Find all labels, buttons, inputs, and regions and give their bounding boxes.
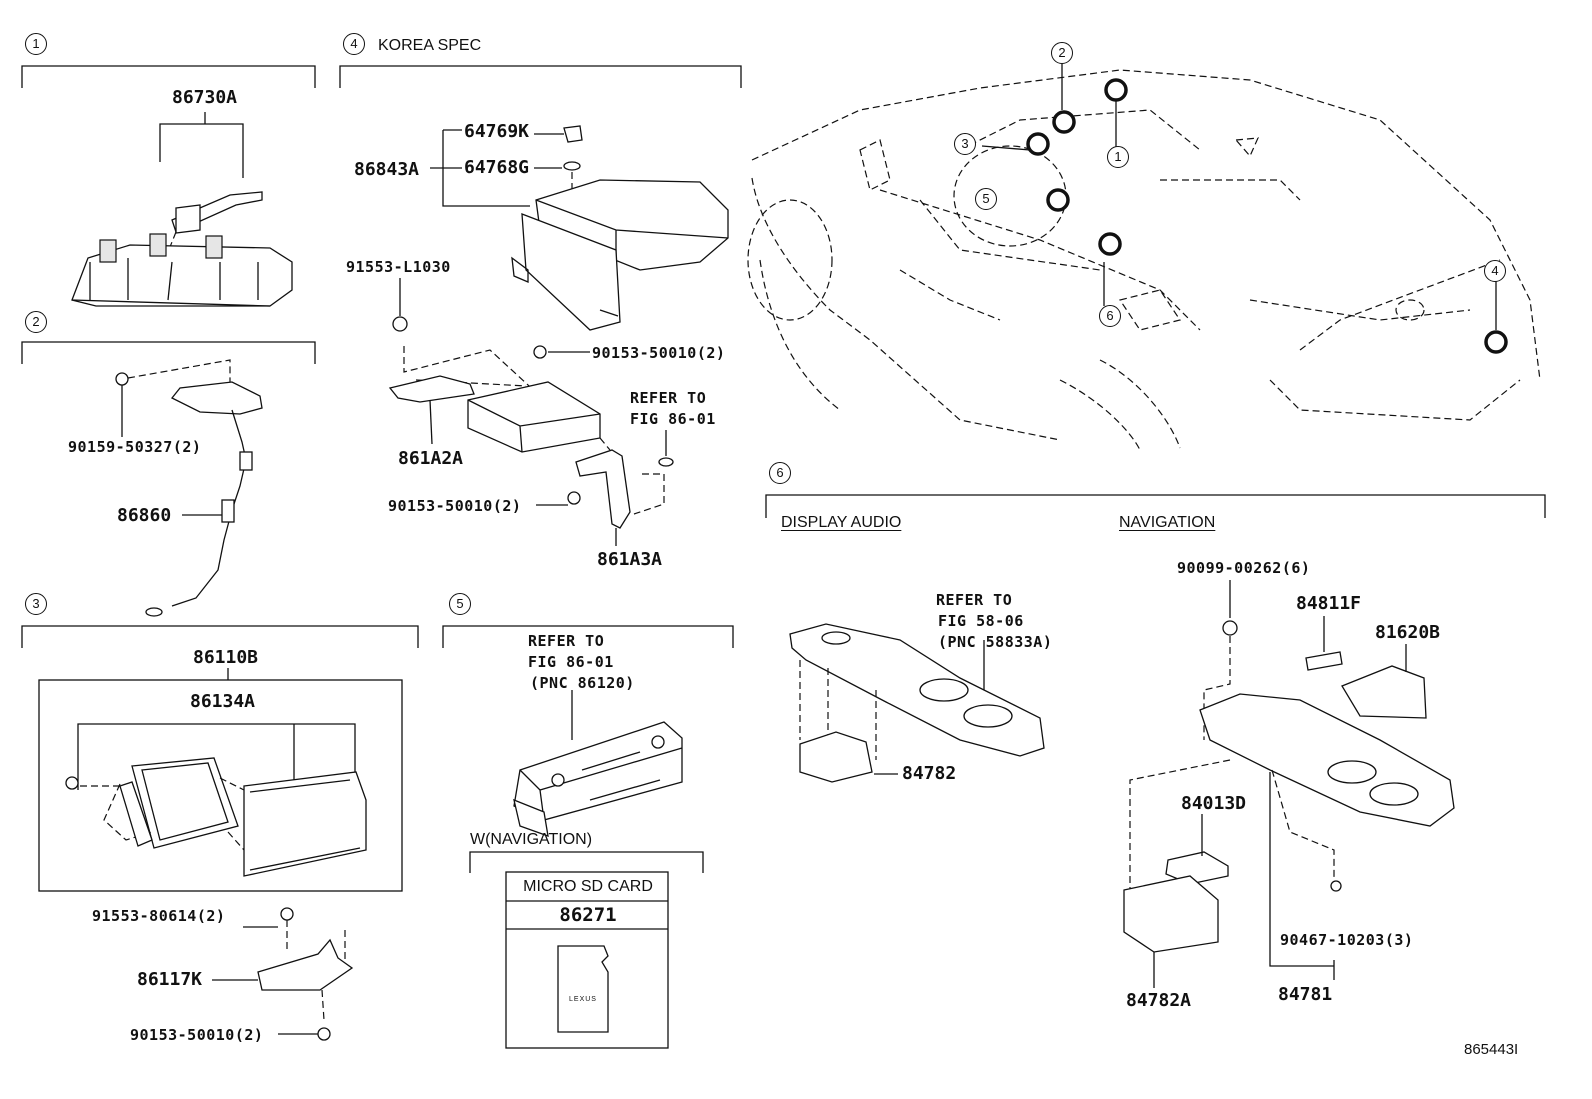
section-1-marker: 1 [25,33,47,55]
location-ring-3 [1026,132,1050,156]
part-84781: 84781 [1278,984,1333,1005]
part-81620B: 81620B [1375,622,1441,643]
location-ring-6 [1098,232,1122,256]
part-84782A: 84782A [1126,990,1192,1011]
part-84013D: 84013D [1181,793,1247,814]
part-861A3A: 861A3A [597,549,663,570]
part-90153-50010-a: 90153-50010(2) [592,344,726,362]
part-90159-50327: 90159-50327(2) [68,438,202,456]
section-4-bracket [339,65,742,88]
part-90099-00262: 90099-00262(6) [1177,559,1311,577]
part-91553-80614: 91553-80614(2) [92,907,226,925]
ref6-line3: (PNC 58833A) [938,633,1053,651]
w-navigation-bracket [469,851,704,873]
ref5-line1: REFER TO [528,632,605,650]
ref5-line2: FIG 86-01 [528,653,614,671]
section-6-bracket [765,494,1546,518]
section-5-marker: 5 [449,593,471,615]
part-86843A: 86843A [354,159,420,180]
section-3-marker: 3 [25,593,47,615]
section-6-marker: 6 [769,462,791,484]
car-callout-2: 2 [1051,42,1073,64]
figure-id: 865443I [1464,1041,1519,1058]
part-86117K: 86117K [137,969,203,990]
car-outline [747,69,1541,451]
car-callout-6: 6 [1099,305,1121,327]
ref4-line2: FIG 86-01 [630,410,716,428]
ref6-line2: FIG 58-06 [938,612,1024,630]
display-audio-title: DISPLAY AUDIO [781,514,902,531]
ref6-line1: REFER TO [936,591,1013,609]
micro-sd-header: MICRO SD CARD [523,878,653,895]
section-2-bracket [21,341,316,364]
part-91553-L1030: 91553-L1030 [346,258,451,276]
part-86730A: 86730A [172,87,238,108]
part-90153-50010-sec3: 90153-50010(2) [130,1026,264,1044]
display-assembly-frame [38,679,403,892]
ref5-line3: (PNC 86120) [530,674,635,692]
part-84811F: 84811F [1296,593,1362,614]
section-2-marker: 2 [25,311,47,333]
part-86110B: 86110B [193,647,259,668]
car-callout-3: 3 [954,133,976,155]
location-ring-4 [1484,330,1508,354]
section-3-bracket [21,625,419,648]
w-navigation-title: W(NAVIGATION) [470,831,593,848]
part-84782: 84782 [902,763,957,784]
part-64768G: 64768G [464,157,530,178]
part-86271: 86271 [559,904,617,926]
section-4-title: KOREA SPEC [378,37,482,54]
section-1-bracket [21,65,316,88]
part-90467-10203: 90467-10203(3) [1280,931,1414,949]
location-ring-1 [1104,78,1128,102]
part-90153-50010-b: 90153-50010(2) [388,497,522,515]
car-callout-1: 1 [1107,146,1129,168]
part-861A2A: 861A2A [398,448,464,469]
part-64769K: 64769K [464,121,530,142]
micro-sd-box [505,871,669,1049]
car-callout-5: 5 [975,188,997,210]
ref4-line1: REFER TO [630,389,707,407]
section-4-marker: 4 [343,33,365,55]
lexus-logo-text: LEXUS [569,996,597,1003]
part-86134A: 86134A [190,691,256,712]
car-callout-4: 4 [1484,260,1506,282]
location-ring-5 [1046,188,1070,212]
navigation-title: NAVIGATION [1119,514,1216,531]
section-5-bracket [442,625,734,648]
part-86860: 86860 [117,505,172,526]
location-ring-2 [1052,110,1076,134]
